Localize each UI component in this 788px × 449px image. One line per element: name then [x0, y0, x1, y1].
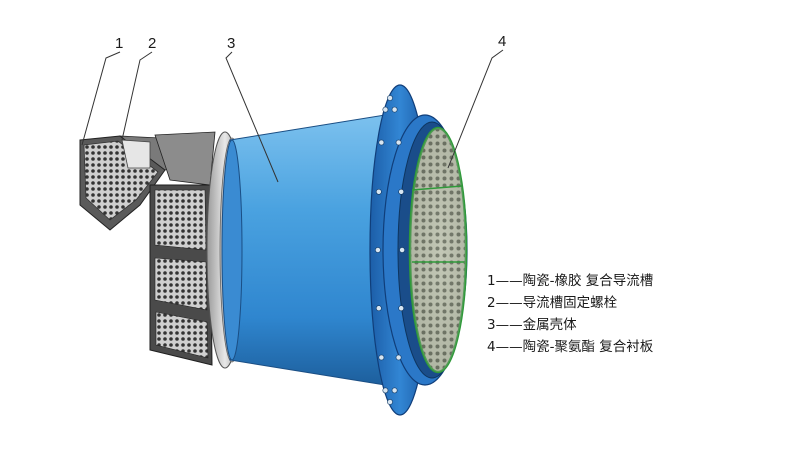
callout-3: 3 — [227, 35, 235, 52]
bolt-hole — [382, 387, 389, 394]
bolt-hole — [391, 106, 398, 113]
bolt-hole — [382, 106, 389, 113]
callout-1: 1 — [115, 35, 123, 52]
legend-item-3: 3——金属壳体 — [487, 317, 577, 333]
bolt-hole — [391, 387, 398, 394]
callout-4: 4 — [498, 33, 506, 50]
legend-item-4: 4——陶瓷-聚氨酯 复合衬板 — [487, 339, 654, 355]
guide-vanes — [149, 184, 213, 366]
metal-shell — [221, 114, 386, 386]
guide-trough-assembly — [79, 131, 216, 231]
bolt-hole — [395, 139, 402, 146]
leader-line-1 — [81, 51, 121, 146]
callout-2: 2 — [148, 35, 156, 52]
bolt-hole — [387, 399, 393, 405]
leader-line-3 — [225, 51, 279, 183]
legend-item-1: 1——陶瓷-橡胶 复合导流槽 — [487, 273, 654, 289]
bolt-hole — [387, 95, 393, 101]
bolt-hole — [375, 188, 382, 195]
leader-lines — [81, 49, 504, 183]
legend-item-2: 2——导流槽固定螺栓 — [487, 295, 618, 311]
flange-bolts — [374, 95, 405, 405]
leader-line-2 — [121, 51, 153, 141]
liner — [408, 126, 468, 374]
bolt-hole — [399, 247, 405, 253]
bolt-hole — [395, 354, 402, 361]
bolt-hole — [374, 247, 381, 253]
bolt-hole — [378, 139, 385, 146]
bolt-hole — [378, 354, 385, 361]
bolt-hole — [375, 305, 382, 312]
bolt-hole — [398, 305, 405, 312]
legend: 1——陶瓷-橡胶 复合导流槽 2——导流槽固定螺栓 3——金属壳体 4——陶瓷-… — [487, 270, 777, 358]
bolt-hole — [398, 188, 405, 195]
leader-line-4 — [447, 49, 504, 169]
